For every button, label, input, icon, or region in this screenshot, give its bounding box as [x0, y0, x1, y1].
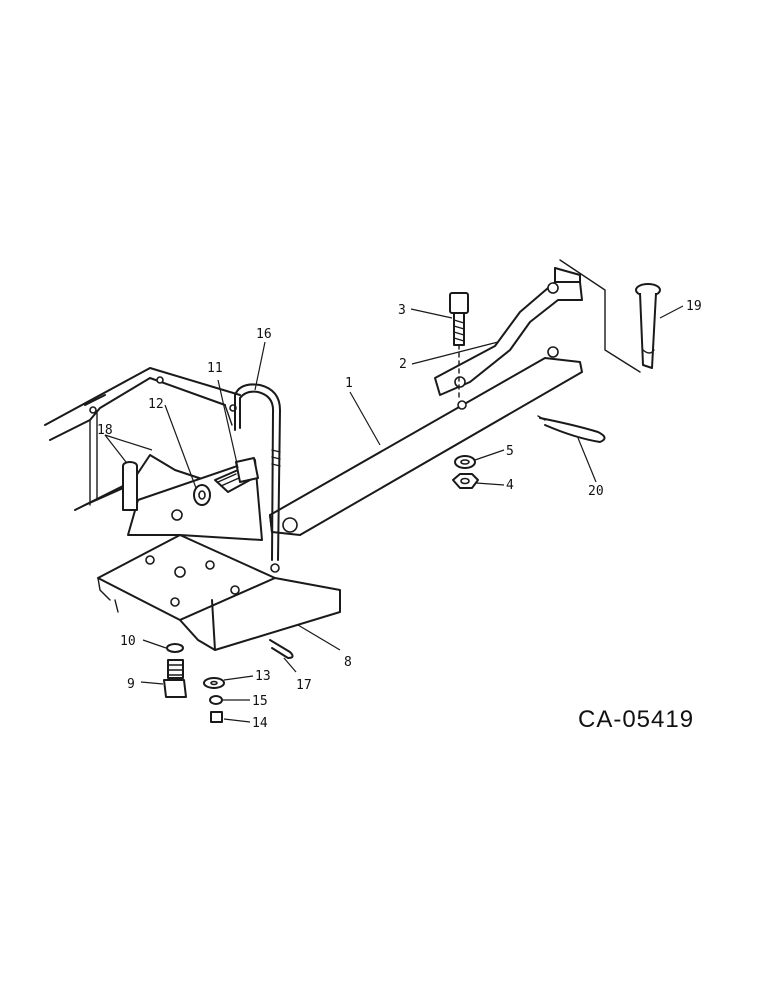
callout-11: 11	[207, 361, 223, 376]
clevis-bolt	[449, 292, 469, 401]
callout-12: 12	[148, 397, 164, 412]
drawing-id: CA-05419	[578, 706, 694, 733]
callout-15: 15	[252, 694, 268, 709]
callout-2: 2	[399, 357, 407, 372]
cotter-pin	[269, 639, 294, 659]
washer-and-nut	[452, 455, 479, 489]
callout-20: 20	[588, 484, 604, 499]
bracket-bolt	[163, 643, 187, 698]
callout-labels: 1 2 3 4 5 8 9 10 11 12 13 14 15 16 17 18…	[97, 299, 702, 731]
hairpin-clip	[537, 415, 606, 443]
callout-18: 18	[97, 423, 113, 438]
callout-1: 1	[345, 376, 353, 391]
drawbar	[269, 346, 583, 536]
offset-clevis	[434, 259, 641, 396]
callout-16: 16	[256, 327, 272, 342]
u-bolt	[234, 383, 281, 573]
callout-19: 19	[686, 299, 702, 314]
side-bolt	[193, 457, 259, 506]
callout-8: 8	[344, 655, 352, 670]
callout-3: 3	[398, 303, 406, 318]
callout-14: 14	[252, 716, 268, 731]
callout-5: 5	[506, 444, 514, 459]
dowel-pin	[122, 461, 138, 511]
small-fasteners	[203, 677, 225, 723]
leader-lines	[104, 305, 684, 723]
callout-13: 13	[255, 669, 271, 684]
callout-10: 10	[120, 634, 136, 649]
hitch-pin	[635, 283, 661, 369]
callout-4: 4	[506, 478, 514, 493]
callout-9: 9	[127, 677, 135, 692]
callout-17: 17	[296, 678, 312, 693]
